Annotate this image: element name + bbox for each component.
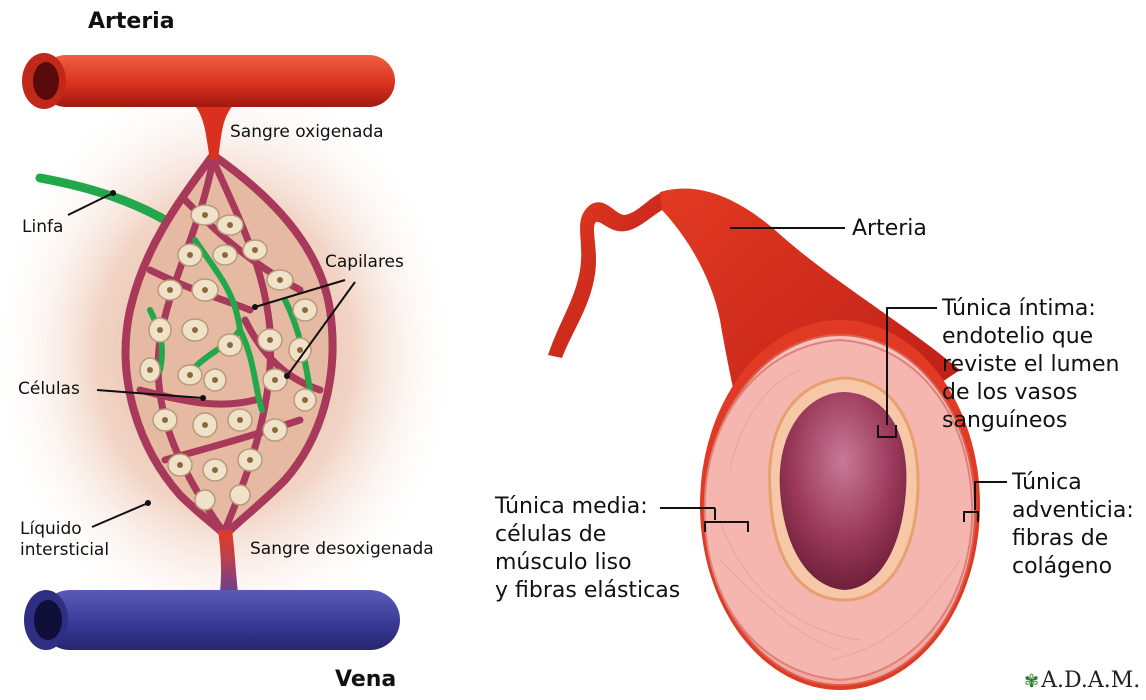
label-arteria-top: Arteria: [88, 10, 175, 34]
label-cells: Células: [18, 380, 80, 399]
label-vena-bottom: Vena: [335, 668, 396, 692]
label-adventitia-3: fibras de: [1012, 526, 1108, 552]
label-arteria-right: Arteria: [852, 216, 927, 242]
label-adventitia-1: Túnica: [1012, 470, 1082, 496]
logo-text: A.D.A.M.: [1041, 668, 1140, 693]
vein-tube: [24, 590, 400, 650]
label-adventitia-4: colágeno: [1012, 554, 1112, 580]
label-intima-1: Túnica íntima:: [942, 296, 1096, 322]
label-media-1: Túnica media:: [495, 494, 648, 520]
label-intima-3: reviste el lumen: [942, 352, 1119, 378]
artery-tube: [22, 53, 395, 109]
label-intima-2: endotelio que: [942, 324, 1093, 350]
leaf-icon: ✾: [1024, 671, 1039, 692]
label-deoxygenated-blood: Sangre desoxigenada: [250, 540, 434, 559]
label-intima-4: de los vasos: [942, 380, 1077, 406]
label-oxygenated-blood: Sangre oxigenada: [230, 123, 384, 142]
label-interstitial-2: intersticial: [20, 541, 109, 560]
label-intima-5: sanguíneos: [942, 408, 1067, 434]
small-artery-branch: [548, 190, 672, 358]
label-interstitial-1: Líquido: [20, 520, 82, 539]
label-adventitia-2: adventicia:: [1012, 498, 1134, 524]
label-capillaries: Capilares: [325, 253, 404, 272]
label-media-2: células de: [495, 522, 606, 548]
label-lymph: Linfa: [22, 218, 63, 237]
label-media-3: músculo liso: [495, 550, 632, 576]
artery-cross-section: [700, 320, 980, 690]
label-media-4: y fibras elásticas: [495, 578, 680, 604]
adam-logo: ✾A.D.A.M.: [1024, 668, 1140, 693]
